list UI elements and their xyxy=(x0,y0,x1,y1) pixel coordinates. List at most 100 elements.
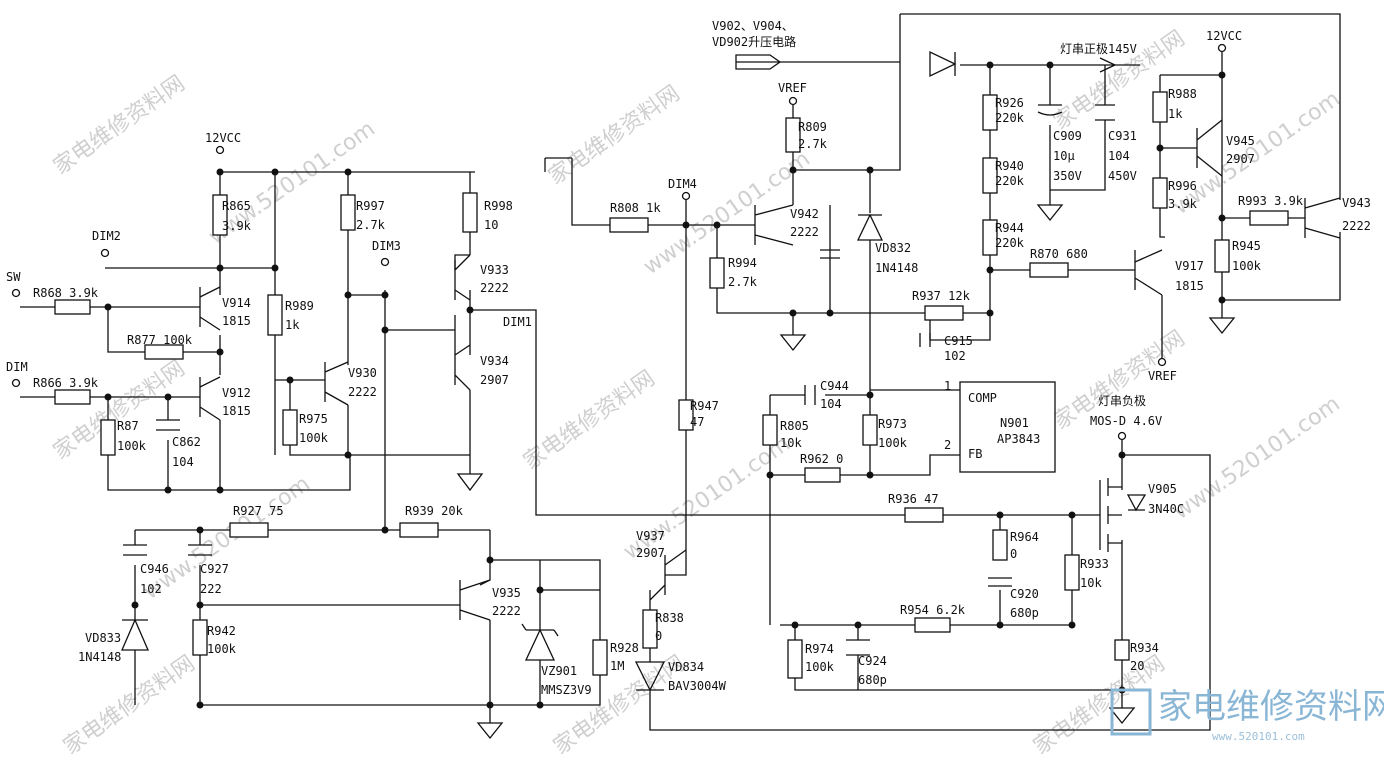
label-r927: R927 75 xyxy=(233,504,284,518)
resistor-r808 xyxy=(609,217,649,233)
label-r942: R942 xyxy=(207,624,236,638)
label-c924: C924 xyxy=(858,654,887,668)
label-v943: V943 xyxy=(1342,196,1371,210)
label-ap3843: AP3843 xyxy=(997,432,1040,446)
resistor-r927 xyxy=(229,522,269,538)
label-r870: R870 680 xyxy=(1030,247,1088,261)
label-c927-value: 222 xyxy=(200,582,222,596)
resistor-r994 xyxy=(709,257,725,289)
capacitor-c924 xyxy=(846,639,870,656)
resistor-r989 xyxy=(267,294,283,336)
label-vd832: VD832 xyxy=(875,241,911,255)
resistor-r945 xyxy=(1214,239,1230,273)
label-r945-value: 100k xyxy=(1232,259,1262,273)
resistor-r940 xyxy=(982,157,998,194)
ground-symbol xyxy=(456,455,484,492)
resistor-r868 xyxy=(54,299,91,315)
diode-vd834 xyxy=(634,661,666,692)
transistor-v943 xyxy=(1304,197,1341,239)
watermark-text: 家电维修资料网 xyxy=(544,81,685,190)
label-c920-value: 680p xyxy=(1010,606,1039,620)
label-r964: R964 xyxy=(1010,530,1039,544)
label-c946: C946 xyxy=(140,562,169,576)
label-v935: V935 xyxy=(492,586,521,600)
label-r996: R996 xyxy=(1168,179,1197,193)
capacitor-c920 xyxy=(988,577,1012,587)
label-r962: R962 0 xyxy=(800,452,843,466)
label-12vcc: 12VCC xyxy=(205,131,241,145)
label-c862: C862 xyxy=(172,435,201,449)
label-r996-value: 3.9k xyxy=(1168,197,1198,211)
label-c909-value: 10μ xyxy=(1053,149,1075,163)
label-c915-value: 102 xyxy=(944,349,966,363)
label-r994: R994 xyxy=(728,256,757,270)
terminal-dim3 xyxy=(380,257,390,267)
label-r998: R998 xyxy=(484,199,513,213)
watermark-text: 家电维修资料网 xyxy=(519,366,660,475)
label-vref: VREF xyxy=(778,81,807,95)
label-r87: R87 xyxy=(117,419,139,433)
label-r926-value: 220k xyxy=(995,111,1025,125)
watermark-url: www.520101.com xyxy=(639,146,815,279)
resistor-r947 xyxy=(678,399,694,431)
label-r944-value: 220k xyxy=(995,236,1025,250)
terminal-mos-d xyxy=(1117,431,1127,441)
label-v914: V914 xyxy=(222,296,251,310)
label-vd833: VD833 xyxy=(85,631,121,645)
resistor-r997 xyxy=(340,194,356,231)
label-vd832-value: 1N4148 xyxy=(875,261,918,275)
label-dim: DIM xyxy=(6,360,28,374)
resistor-r939 xyxy=(399,522,439,538)
label-c944: C944 xyxy=(820,379,849,393)
watermark-url: www.520101.com xyxy=(619,431,795,564)
label-r809-value: 2.7k xyxy=(798,137,828,151)
resistor-r962 xyxy=(804,467,841,483)
resistor-r865 xyxy=(212,194,228,236)
label-r933-value: 10k xyxy=(1080,576,1102,590)
resistor-r974 xyxy=(787,639,803,679)
label-r934: R934 xyxy=(1130,641,1159,655)
label-r989-value: 1k xyxy=(285,318,300,332)
resistor-r937 xyxy=(924,305,964,321)
label-r937: R937 12k xyxy=(912,289,971,303)
terminal-dim4 xyxy=(681,191,691,201)
label-r868: R868 3.9k xyxy=(33,286,99,300)
transistor-v942 xyxy=(754,204,794,246)
ic-n901 xyxy=(959,381,1056,473)
label-r947: R947 xyxy=(690,399,719,413)
output-arrow-led-pos xyxy=(1099,57,1117,73)
label-v935-value: 2222 xyxy=(492,604,521,618)
resistor-r973 xyxy=(862,414,878,446)
label-c909: C909 xyxy=(1053,129,1082,143)
capacitor-c915 xyxy=(919,333,931,347)
label-vref: VREF xyxy=(1148,369,1177,383)
label-r87-value: 100k xyxy=(117,439,147,453)
label-v930: V930 xyxy=(348,366,377,380)
label-r865: R865 xyxy=(222,199,251,213)
label-r838: R838 xyxy=(655,611,684,625)
terminal-12vcc xyxy=(215,145,225,155)
label-r988: R988 xyxy=(1168,87,1197,101)
label-r805: R805 xyxy=(780,419,809,433)
label-n901: N901 xyxy=(1000,416,1029,430)
resistor-r954 xyxy=(914,617,951,633)
terminal-dim2 xyxy=(100,248,110,258)
label-r988-value: 1k xyxy=(1168,107,1183,121)
text-labels: V902、V904、 VD902升压电路 灯串正极145V 12VCC VREF… xyxy=(6,19,1371,697)
resistor-r870 xyxy=(1029,262,1069,278)
transistor-v934 xyxy=(454,344,471,391)
label-c862-value: 104 xyxy=(172,455,194,469)
capacitor-c927 xyxy=(188,544,212,556)
label-v905: V905 xyxy=(1148,482,1177,496)
label-c909-voltage: 350V xyxy=(1053,169,1082,183)
label-v943-value: 2222 xyxy=(1342,219,1371,233)
label-led-neg: 灯串负极 xyxy=(1098,394,1146,408)
label-r809: R809 xyxy=(798,120,827,134)
label-v937-value: 2907 xyxy=(636,546,665,560)
resistor-r964 xyxy=(992,529,1008,561)
label-vd834: VD834 xyxy=(668,660,704,674)
label-dim2: DIM2 xyxy=(92,229,121,243)
label-v934-value: 2907 xyxy=(480,373,509,387)
capacitor-c909-c931 xyxy=(1037,104,1115,121)
